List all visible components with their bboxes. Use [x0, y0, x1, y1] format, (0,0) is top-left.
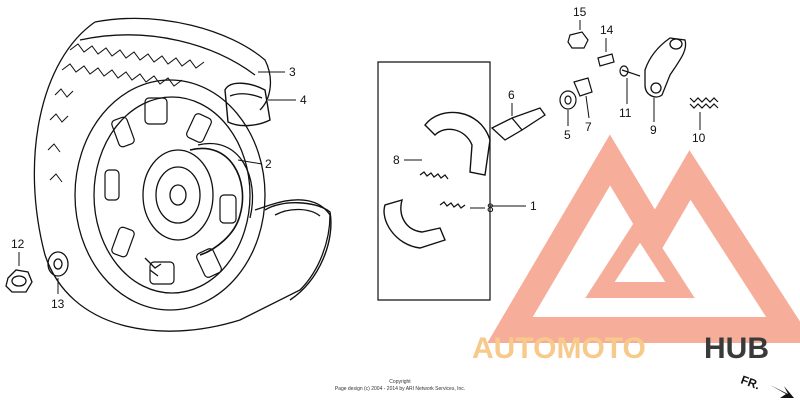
wheel-hub	[142, 149, 214, 241]
callout-14: 14	[600, 23, 614, 37]
seal-5	[559, 90, 577, 110]
callout-2: 2	[265, 157, 272, 171]
callouts: 3 4 2 1 6 5 7 8 8 9 10 11 12 13 14 15	[11, 5, 706, 311]
callout-4: 4	[300, 93, 307, 107]
callout-5: 5	[564, 128, 571, 142]
callout-15: 15	[573, 5, 587, 19]
wheel-windows	[104, 97, 237, 285]
tread-pattern	[47, 43, 205, 183]
callout-9: 9	[650, 123, 657, 137]
watermark-triangle-inner	[585, 213, 695, 298]
bolt-11	[619, 65, 641, 77]
brake-cam	[490, 107, 546, 141]
callout-8-lower: 8	[487, 201, 494, 215]
pin-14	[597, 53, 615, 67]
brand-text-hub: HUB	[704, 332, 769, 365]
brake-arm-9	[644, 37, 687, 98]
leader-lines	[18, 20, 701, 294]
callout-13: 13	[51, 297, 65, 311]
watermark-brand: AUTOMOTO HUB	[472, 332, 769, 365]
spring-10	[689, 97, 719, 109]
watermark-logo	[487, 134, 800, 343]
bolt-15	[567, 31, 589, 49]
valve-stem	[144, 257, 162, 277]
indicator-plate-7	[573, 77, 593, 97]
brake-shoe-box	[377, 61, 491, 301]
copyright-line-2: Page design (c) 2004 - 2014 by ARI Netwo…	[335, 386, 465, 392]
brake-shoe-upper	[424, 111, 491, 176]
wheel-assembly	[33, 17, 332, 332]
spring-lower	[439, 201, 466, 209]
callout-7: 7	[585, 120, 592, 134]
arrow-icon	[770, 385, 794, 398]
inner-tube	[189, 147, 244, 256]
washer	[47, 251, 69, 277]
wheel-rim	[74, 79, 266, 311]
copyright-line-1: Copyright	[389, 379, 411, 385]
spring-upper	[419, 171, 449, 180]
axle-nut	[5, 269, 33, 293]
callout-11: 11	[619, 106, 632, 120]
callout-6: 6	[508, 88, 515, 102]
watermark-triangle-outer	[487, 134, 800, 343]
brand-text-automoto: AUTOMOTO	[472, 332, 646, 365]
tire-tread	[33, 21, 331, 332]
callout-12: 12	[11, 237, 25, 251]
tire-section	[224, 82, 271, 127]
direction-label: FR.	[739, 373, 762, 393]
front-direction-arrow: FR.	[739, 373, 794, 398]
callout-8-upper: 8	[393, 153, 400, 167]
callout-10: 10	[692, 131, 706, 145]
brake-shoe-lower	[383, 198, 446, 249]
callout-3: 3	[289, 65, 296, 79]
callout-1: 1	[530, 199, 537, 213]
